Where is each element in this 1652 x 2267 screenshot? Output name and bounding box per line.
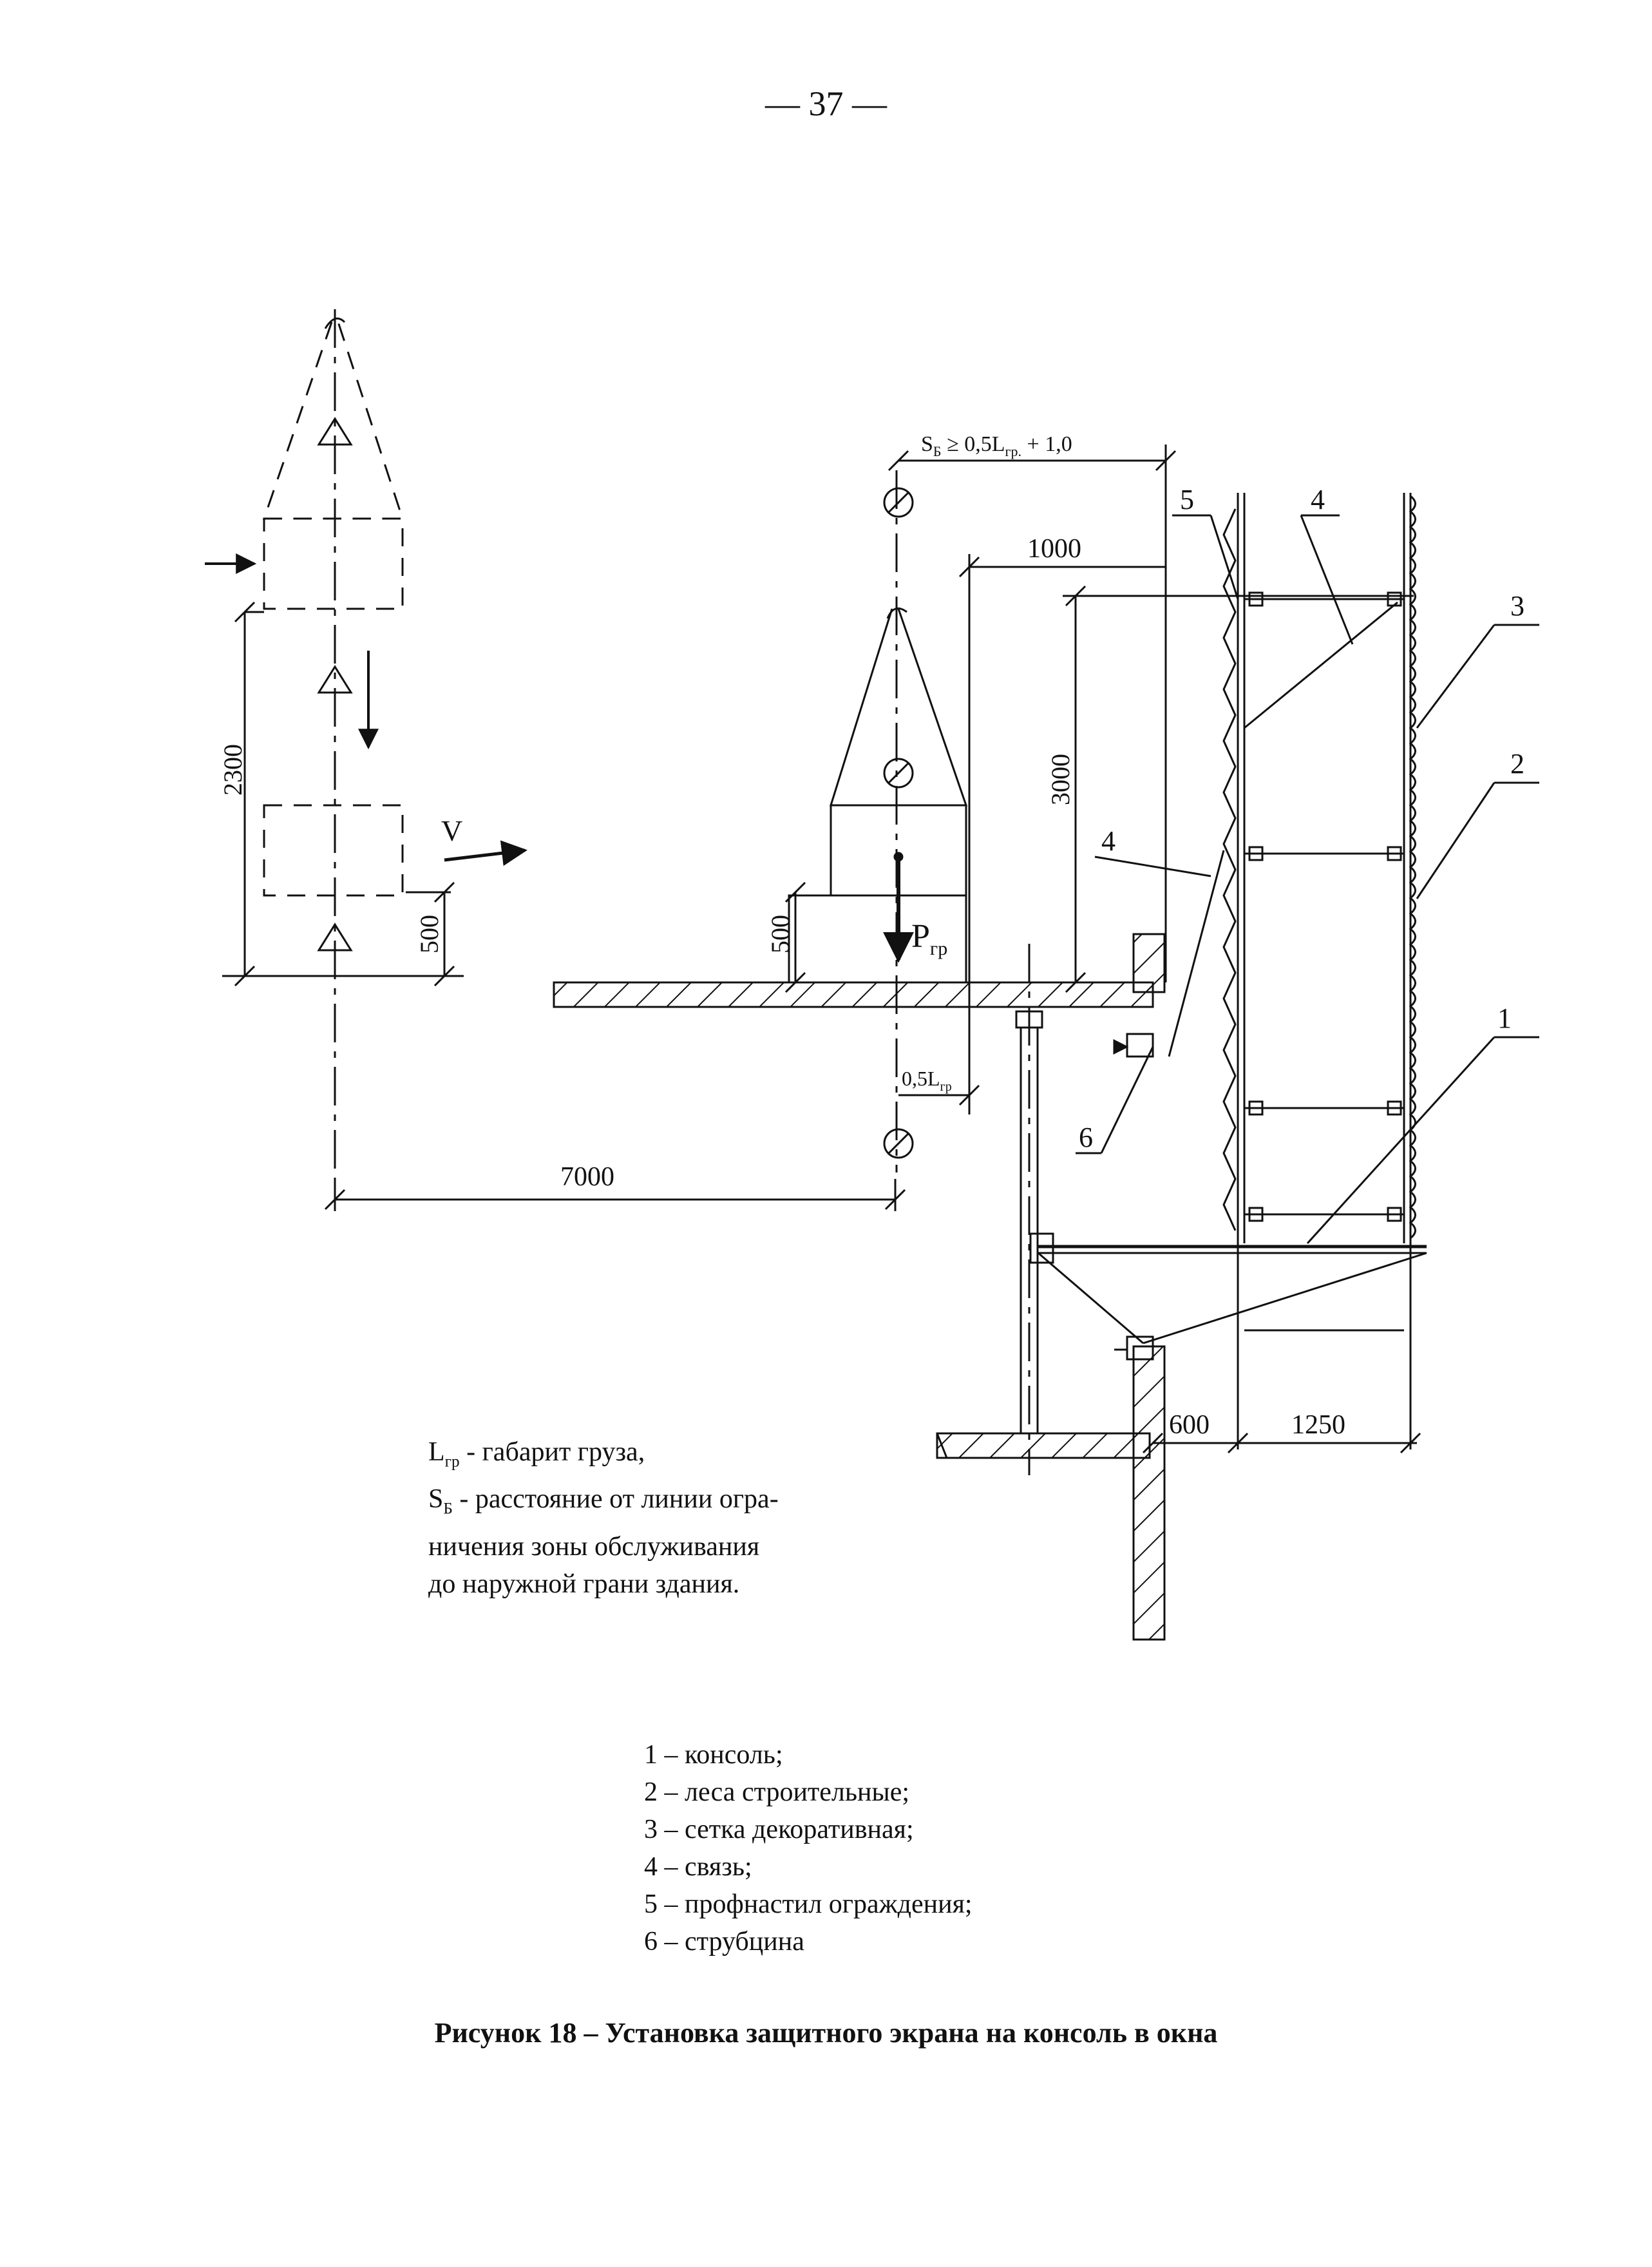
note-line-4: до наружной грани здания. (428, 1569, 740, 1599)
velocity-symbol: V (441, 814, 462, 847)
note-line-2: SБ - расстояние от линии огра- (428, 1484, 779, 1518)
callout-1: 1 (1497, 1002, 1512, 1034)
symbol-notes: Lгр - габарит груза, SБ - расстояние от … (428, 1433, 779, 1603)
dim-1000: 1000 (1027, 534, 1081, 564)
note-line-1: Lгр - габарит груза, (428, 1437, 645, 1471)
load-on-slab (784, 445, 1414, 1172)
legend-item: 2 – леса строительные; (644, 1777, 910, 1807)
dim-2300: 2300 (218, 744, 247, 796)
callout-6: 6 (1079, 1122, 1093, 1153)
load-symbol: Pгр (911, 918, 947, 959)
dim-500-right: 500 (766, 915, 795, 953)
console-bracket (1038, 1033, 1427, 1361)
dim-500-left: 500 (415, 915, 444, 953)
floor-slab-upper (553, 981, 1154, 1008)
callout-numbers: 5 4 3 2 4 1 6 (1079, 484, 1524, 1153)
bottom-dimensions (1142, 1432, 1421, 1454)
callout-leaders (1076, 514, 1539, 1245)
page-number: — 37 — (765, 84, 887, 123)
callout-3: 3 (1510, 590, 1524, 622)
callout-5: 5 (1180, 484, 1194, 515)
dim-sb-formula: SБ ≥ 0,5Lгр. + 1,0 (921, 432, 1072, 459)
dim-3000: 3000 (1046, 754, 1075, 805)
legend-item: 6 – струбцина (644, 1927, 804, 1956)
note-line-3: ничения зоны обслуживания (428, 1531, 760, 1562)
dim-half-l: 0,5Lгр (902, 1067, 952, 1094)
scaffolding (1168, 493, 1416, 1449)
callout-4-top: 4 (1311, 484, 1325, 515)
dim-7000: 7000 (560, 1162, 614, 1192)
callout-2: 2 (1510, 748, 1524, 780)
dimension-labels: 2300 500 500 3000 7000 1000 600 1250 0,5… (218, 432, 1345, 1440)
dim-1250: 1250 (1291, 1410, 1345, 1440)
figure-caption: Рисунок 18 – Установка защитного экрана … (434, 2017, 1218, 2049)
callout-4-mid: 4 (1101, 825, 1116, 857)
legend-item: 3 – сетка декоративная; (644, 1815, 914, 1844)
legend-item: 1 – консоль; (644, 1740, 783, 1770)
legend-item: 4 – связь; (644, 1852, 752, 1882)
floor-slab-lower (936, 1432, 1151, 1459)
support-post (1015, 944, 1054, 1475)
legend: 1 – консоль; 2 – леса строительные; 3 – … (644, 1736, 973, 1960)
crane-load-path (205, 309, 906, 1211)
building-wall (1132, 933, 1166, 1641)
legend-item: 5 – профнастил ограждения; (644, 1889, 973, 1919)
dim-600: 600 (1169, 1410, 1210, 1440)
